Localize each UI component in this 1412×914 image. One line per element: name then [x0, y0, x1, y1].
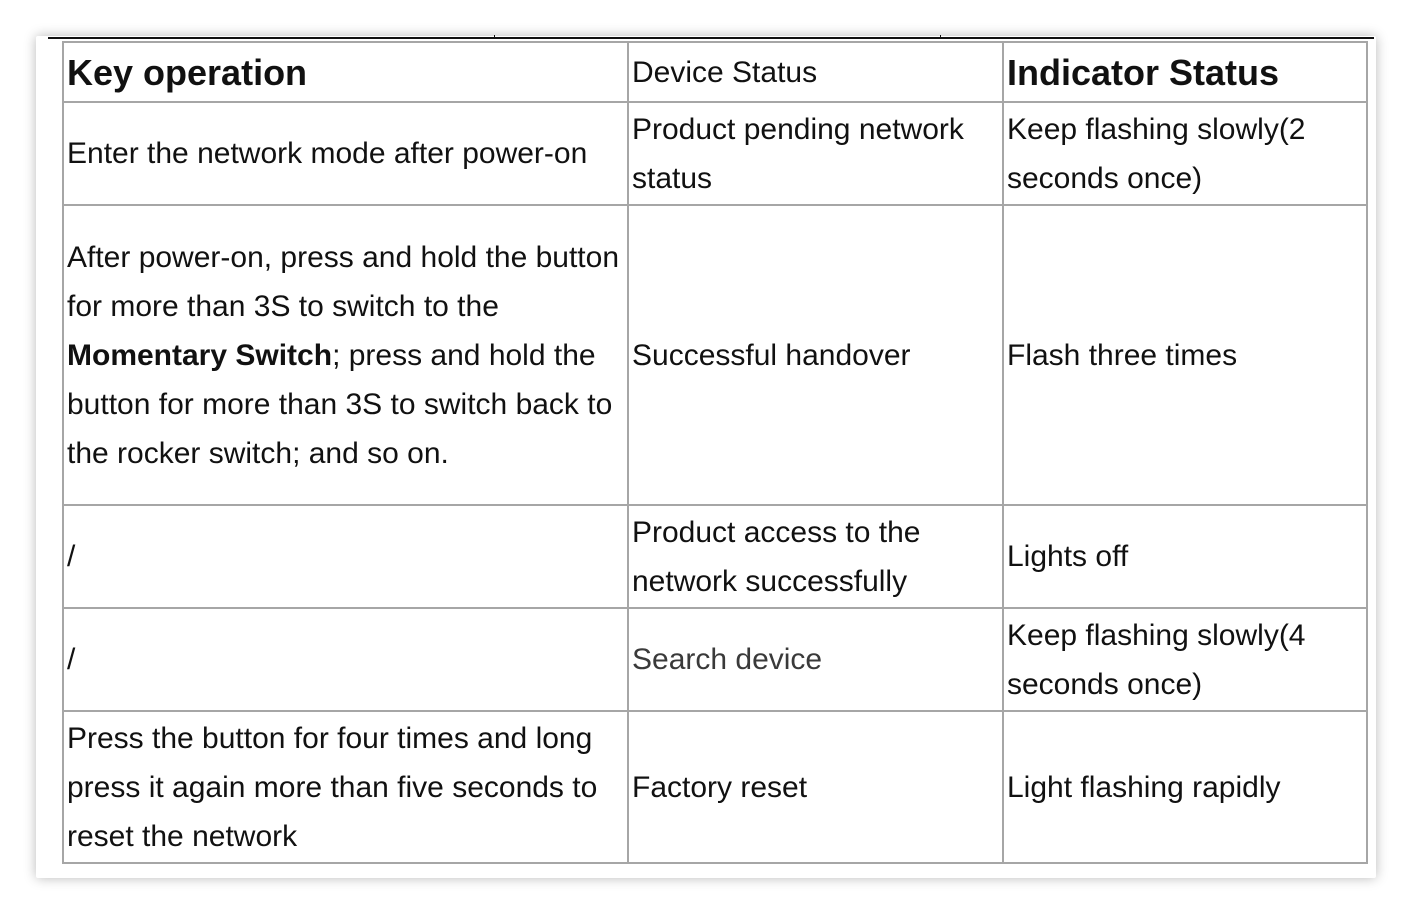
- header-device-status: Device Status: [627, 41, 1004, 103]
- cell-key-operation: Press the button for four times and long…: [62, 710, 629, 864]
- cell-indicator-status: Light flashing rapidly: [1002, 710, 1368, 864]
- cell-key-operation: After power-on, press and hold the butto…: [62, 204, 629, 506]
- cell-key-operation: Enter the network mode after power-on: [62, 101, 629, 206]
- cell-indicator-status: Keep flashing slowly(2 seconds once): [1002, 101, 1368, 206]
- cell-device-status: Product access to the network successful…: [627, 504, 1004, 609]
- cell-device-status: Factory reset: [627, 710, 1004, 864]
- top-rule: [48, 37, 1374, 39]
- cell-device-status: Search device: [627, 607, 1004, 712]
- table-row: Enter the network mode after power-on Pr…: [62, 101, 1368, 206]
- table-header-row: Key operation Device Status Indicator St…: [62, 41, 1368, 103]
- column-tick: [940, 35, 941, 39]
- cell-indicator-status: Lights off: [1002, 504, 1368, 609]
- header-key-operation: Key operation: [62, 41, 629, 103]
- table-row: / Search device Keep flashing slowly(4 s…: [62, 607, 1368, 712]
- table-row: Press the button for four times and long…: [62, 710, 1368, 864]
- cell-key-operation: /: [62, 607, 629, 712]
- cell-key-operation: /: [62, 504, 629, 609]
- table-row: After power-on, press and hold the butto…: [62, 204, 1368, 506]
- indicator-status-table: Key operation Device Status Indicator St…: [62, 41, 1368, 864]
- cell-device-status: Product pending network status: [627, 101, 1004, 206]
- key-operation-text: ; press and hold the button for more tha…: [67, 338, 613, 470]
- column-tick: [494, 35, 495, 39]
- table-row: / Product access to the network successf…: [62, 504, 1368, 609]
- cell-device-status: Successful handover: [627, 204, 1004, 506]
- cell-indicator-status: Keep flashing slowly(4 seconds once): [1002, 607, 1368, 712]
- header-indicator-status: Indicator Status: [1002, 41, 1368, 103]
- key-operation-text: After power-on, press and hold the butto…: [67, 240, 620, 323]
- momentary-switch-term: Momentary Switch: [67, 338, 333, 372]
- cell-indicator-status: Flash three times: [1002, 204, 1368, 506]
